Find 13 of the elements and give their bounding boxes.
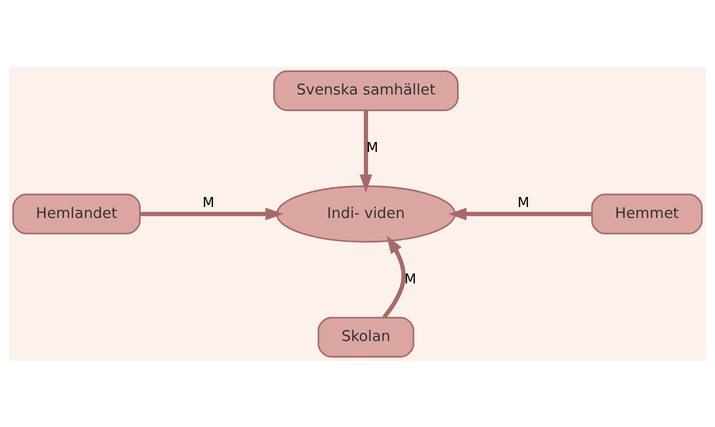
node-box: Skolan — [318, 316, 414, 358]
edge-label: M — [366, 139, 378, 156]
arrow — [382, 235, 406, 318]
node-box: Svenska samhället — [273, 70, 459, 111]
arrow — [140, 207, 284, 220]
arrow — [360, 110, 372, 192]
edge-label: M — [404, 270, 416, 287]
node-ellipse: Indi- viden — [276, 184, 456, 242]
node-box: Hemmet — [591, 193, 703, 234]
edge-label: M — [202, 194, 214, 211]
arrow — [448, 207, 592, 220]
edge-label: M — [517, 194, 530, 211]
node-box: Hemlandet — [12, 193, 141, 234]
